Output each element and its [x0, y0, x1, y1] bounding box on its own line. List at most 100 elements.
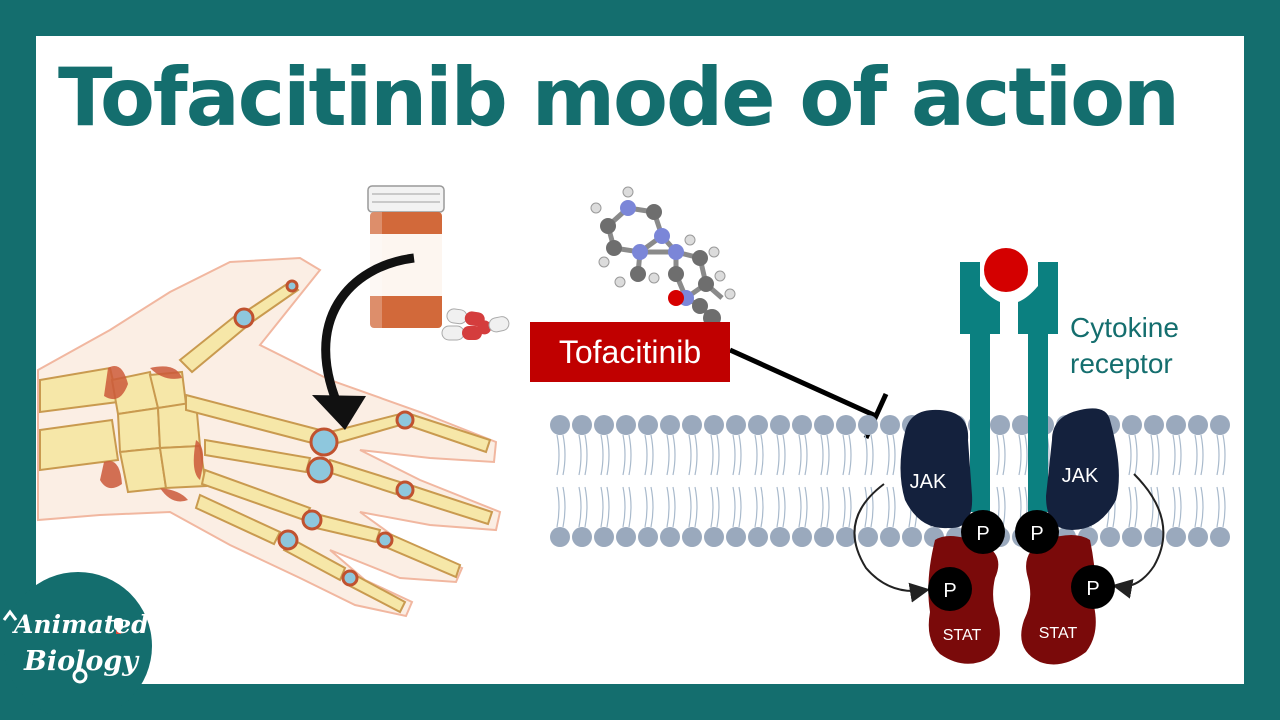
lipid-head [726, 527, 746, 547]
lipid-tail [578, 486, 582, 528]
logo-text-line-1: Animated [14, 610, 149, 639]
lipid-head [1122, 415, 1142, 435]
lipid-head [660, 527, 680, 547]
lipid-tail [864, 434, 868, 476]
lipid-tail [1194, 486, 1198, 528]
lipid-tail [556, 434, 560, 476]
lipid-tail [804, 486, 808, 528]
lipid-tail [600, 486, 604, 528]
lipid-tail [622, 434, 626, 476]
lipid-tail [650, 434, 654, 476]
lipid-head [770, 527, 790, 547]
lipid-tail [782, 434, 786, 476]
swollen-joint [285, 279, 299, 293]
inflamed-joint [160, 488, 188, 502]
lipid-tail [578, 434, 582, 476]
lipid-tail [1150, 486, 1154, 528]
lipid-head [770, 415, 790, 435]
lipid-tail [1178, 486, 1182, 528]
stat-protein-right [1021, 535, 1096, 665]
lipid-tail [1216, 486, 1220, 528]
tofacitinib-molecule-model [590, 186, 736, 327]
inhibition-line [728, 347, 878, 419]
lipid-head [836, 415, 856, 435]
metacarpal-bone [204, 438, 312, 474]
lipid-head [682, 527, 702, 547]
lipid-tail [1156, 434, 1160, 476]
swollen-joint [301, 509, 323, 531]
wrist-bone [39, 418, 120, 472]
swollen-joint [306, 456, 334, 484]
phosphorylation-arrow-left [853, 483, 930, 603]
swollen-joint [341, 569, 359, 587]
lipid-tail [782, 486, 786, 528]
lipid-tail [864, 486, 868, 528]
lipid-head [616, 415, 636, 435]
svg-text:P: P [976, 523, 989, 545]
animated-biology-logo: Animated Biology [0, 572, 160, 692]
lipid-tail [584, 486, 588, 528]
lipid-head [1188, 415, 1208, 435]
jak-label-left: JAK [910, 471, 947, 493]
lipid-tail [776, 434, 780, 476]
lipid-head [858, 527, 878, 547]
lipid-tail [606, 486, 610, 528]
lipid-tail [716, 434, 720, 476]
receptor-chain-right [1018, 262, 1058, 512]
lipid-tail [694, 486, 698, 528]
cell-membrane [550, 415, 1230, 547]
arthritic-hand-illustration [37, 256, 502, 618]
lipid-head [792, 415, 812, 435]
lipid-tail [644, 486, 648, 528]
hand-silhouette [37, 256, 502, 618]
lipid-tail [694, 434, 698, 476]
lipid-tail [710, 434, 714, 476]
stat-label-left: STAT [943, 627, 982, 644]
lipid-head [704, 415, 724, 435]
lipid-head [748, 527, 768, 547]
lipid-tail [1200, 434, 1204, 476]
lipid-tail [666, 486, 670, 528]
lipid-tail [760, 434, 764, 476]
lipid-tail [732, 434, 736, 476]
phosphate-group: P [1015, 510, 1059, 554]
lipid-head [792, 527, 812, 547]
lipid-tail [1194, 434, 1198, 476]
lipid-tail [738, 486, 742, 528]
lipid-tail [562, 434, 566, 476]
lipid-tail [1156, 486, 1160, 528]
lipid-tail [848, 486, 852, 528]
lipid-tail [710, 486, 714, 528]
lipid-head [880, 415, 900, 435]
lipid-head [1144, 415, 1164, 435]
lipid-head [638, 527, 658, 547]
lipid-head [550, 527, 570, 547]
lipid-tail [600, 434, 604, 476]
lipid-tail [738, 434, 742, 476]
receptor-label-line-2: receptor [1070, 348, 1173, 379]
lipid-tail [1222, 486, 1226, 528]
lipid-tail [1216, 434, 1220, 476]
lipid-tail [1002, 434, 1006, 476]
tablet-capsules [441, 308, 510, 341]
lipid-head [572, 415, 592, 435]
metacarpal-bone [194, 493, 282, 546]
lipid-tail [776, 486, 780, 528]
lipid-head [660, 415, 680, 435]
carpal-bone [116, 406, 162, 454]
lipid-tail [606, 434, 610, 476]
lipid-tail [622, 486, 626, 528]
lipid-tail [732, 486, 736, 528]
lipid-tail [628, 486, 632, 528]
lipid-tail [886, 434, 890, 476]
svg-text:P: P [1030, 523, 1043, 545]
lipid-head [682, 415, 702, 435]
cytokine-ligand [984, 248, 1028, 292]
lipid-tail [820, 486, 824, 528]
lipid-head [814, 527, 834, 547]
tofacitinib-label: Tofacitinib [530, 322, 730, 382]
lipid-tail [1018, 434, 1022, 476]
page-title: Tofacitinib mode of action [58, 51, 1180, 144]
